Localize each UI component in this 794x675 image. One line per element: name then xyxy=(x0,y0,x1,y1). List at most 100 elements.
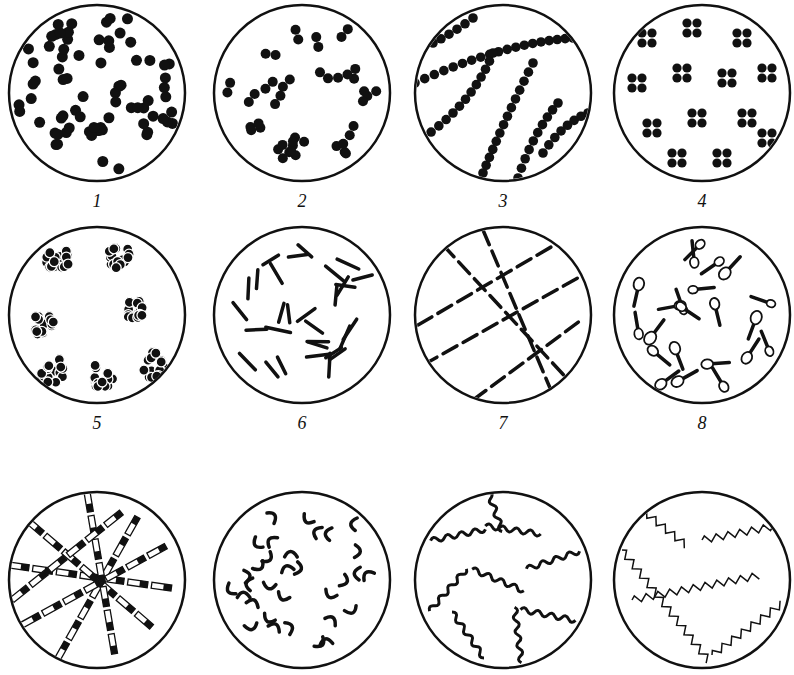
coccus-cell xyxy=(244,97,254,107)
coccus-cell xyxy=(270,99,280,109)
coccus-cell xyxy=(53,64,64,75)
rod-cell xyxy=(713,368,722,383)
microbe-group xyxy=(31,244,168,392)
coccus-cell xyxy=(697,108,706,117)
coccus-cell xyxy=(637,38,646,47)
rod-cell xyxy=(56,569,77,578)
rod-cell xyxy=(84,491,93,512)
coccus-cell xyxy=(747,108,756,117)
coccus-cell xyxy=(44,361,54,371)
coccus-cell xyxy=(52,139,63,150)
rod-cell xyxy=(119,537,128,547)
rod-cell xyxy=(143,619,153,629)
coccus-cell xyxy=(627,73,636,82)
coccus-cell xyxy=(476,52,486,62)
coccus-cell xyxy=(528,58,538,68)
microbe-group xyxy=(428,478,581,663)
rod-cell xyxy=(38,570,48,580)
coccus-cell xyxy=(642,128,651,137)
rod-cell xyxy=(98,574,105,583)
spirochete-cell xyxy=(619,548,711,663)
spirillum-cell xyxy=(512,607,524,663)
coccus-cell xyxy=(672,73,681,82)
spore xyxy=(645,344,660,358)
rod-cell xyxy=(136,555,146,564)
microbe-group xyxy=(222,24,381,163)
coccus-cell xyxy=(338,139,348,149)
figure-number: 7 xyxy=(488,413,518,433)
rod-cell xyxy=(126,555,146,570)
rod-cell xyxy=(85,525,104,542)
spore xyxy=(689,257,699,269)
coccus-cell xyxy=(285,74,295,84)
coccus-cell xyxy=(732,38,741,47)
coccus-cell xyxy=(97,377,107,387)
coccus-cell xyxy=(642,118,651,127)
coccus-cell xyxy=(311,32,321,42)
coccus-cell xyxy=(286,146,296,156)
vibrio-cell xyxy=(262,579,276,591)
vibrio-cell xyxy=(349,517,361,531)
coccus-cell xyxy=(511,42,521,52)
microscope-field xyxy=(614,5,790,181)
coccus-cell xyxy=(727,68,736,77)
rod-cell xyxy=(60,641,69,651)
coccus-cell xyxy=(261,49,271,59)
coccus-cell xyxy=(159,82,170,93)
coccus-cell xyxy=(275,91,285,101)
rod-cell xyxy=(42,601,62,616)
coccus-cell xyxy=(132,102,143,113)
rod-cell xyxy=(483,230,489,245)
rod-cell xyxy=(701,264,716,274)
coccus-cell xyxy=(742,28,751,37)
vibrio-cell xyxy=(336,574,349,588)
rod-cell xyxy=(73,590,83,599)
coccus-cell xyxy=(652,118,661,127)
rod-cell xyxy=(517,259,531,267)
coccus-cell xyxy=(467,55,477,65)
vibrio-cell xyxy=(344,606,357,614)
coccus-cell xyxy=(323,73,333,83)
rod-cell xyxy=(108,633,117,654)
coccus-cell xyxy=(90,360,100,370)
field-outline xyxy=(214,492,390,668)
rod-cell xyxy=(113,510,123,520)
coccus-cell xyxy=(105,13,116,24)
rod-cell xyxy=(78,599,93,619)
vibrio-cell xyxy=(244,577,256,591)
spirillum-cell xyxy=(450,611,486,660)
vibrio-cell xyxy=(244,622,257,630)
rod-cell xyxy=(96,562,105,583)
coccus-cell xyxy=(687,118,696,127)
microbe-group xyxy=(619,507,784,663)
coccus-cell xyxy=(349,121,359,131)
vibrio-cell xyxy=(312,637,326,649)
figure-number: 6 xyxy=(287,413,317,433)
coccus-cell xyxy=(524,145,534,155)
coccus-cell xyxy=(511,94,521,104)
rod-cell xyxy=(547,336,560,346)
rod-cell xyxy=(266,327,291,332)
coccus-cell xyxy=(313,42,323,52)
rod-cell xyxy=(501,272,507,287)
rod-cell xyxy=(125,604,135,614)
coccus-cell xyxy=(250,89,260,99)
coccus-cell xyxy=(359,86,369,96)
rod-cell xyxy=(658,306,676,309)
microbe-group xyxy=(632,238,776,394)
coccus-cell xyxy=(637,83,646,92)
coccus-cell xyxy=(488,48,498,58)
rod-cell xyxy=(510,294,516,309)
rod-cell xyxy=(288,305,290,323)
coccus-cell xyxy=(485,56,495,66)
rod-cell xyxy=(656,353,670,364)
rod-cell xyxy=(151,582,172,591)
coccus-cell xyxy=(103,35,114,46)
coccus-cell xyxy=(717,68,726,77)
coccus-cell xyxy=(110,96,121,107)
coccus-cell xyxy=(225,78,235,88)
coccus-cell xyxy=(737,118,746,127)
microbe-group xyxy=(14,13,178,174)
microscope-field xyxy=(214,227,390,403)
coccus-cell xyxy=(148,111,159,122)
